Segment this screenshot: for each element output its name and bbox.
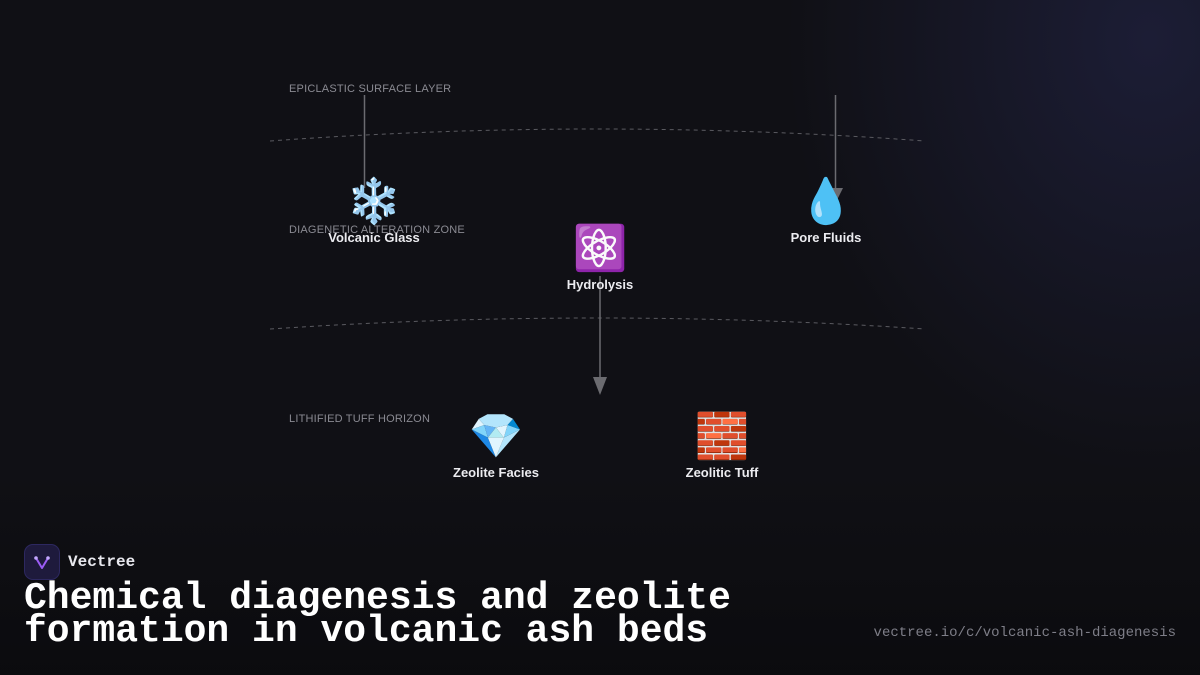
node-volcanic-glass: ❄️ Volcanic Glass: [294, 176, 454, 246]
node-label: Zeolite Facies: [453, 465, 539, 480]
node-label: Volcanic Glass: [328, 230, 420, 245]
node-zeolitic-tuff: 🧱 Zeolitic Tuff: [642, 411, 802, 481]
brand-name: Vectree: [68, 553, 136, 571]
node-pore-fluids: 💧 Pore Fluids: [746, 176, 906, 246]
zone-label-alteration: DIAGENETIC ALTERATION ZONE: [289, 224, 465, 236]
droplet-icon: 💧: [798, 176, 854, 227]
snowflake-icon: ❄️: [346, 176, 402, 227]
node-hydrolysis: ⚛️ Hydrolysis: [520, 223, 680, 293]
node-label: Hydrolysis: [566, 277, 634, 292]
brand: Vectree: [24, 544, 135, 580]
brick-icon: 🧱: [694, 411, 750, 462]
zone-boundary-lower: [269, 317, 926, 330]
arrowhead-hydrolysis: [593, 377, 607, 395]
zone-boundary-upper: [269, 128, 926, 142]
node-label: Zeolitic Tuff: [685, 465, 759, 480]
zone-label-surface: EPICLASTIC SURFACE LAYER: [289, 83, 452, 95]
node-label: Pore Fluids: [790, 230, 862, 245]
node-zeolite-facies: 💎 Zeolite Facies: [416, 411, 576, 481]
gem-icon: 💎: [468, 411, 524, 462]
arrowhead-pore-fluids: [828, 188, 843, 203]
vectree-logo-icon: [24, 544, 60, 580]
atom-icon: ⚛️: [572, 223, 628, 274]
zone-label-lithified: LITHIFIED TUFF HORIZON: [289, 413, 431, 425]
page-title: Chemical diagenesis and zeolite formatio…: [24, 577, 731, 653]
source-url[interactable]: vectree.io/c/volcanic-ash-diagenesis: [873, 625, 1176, 641]
